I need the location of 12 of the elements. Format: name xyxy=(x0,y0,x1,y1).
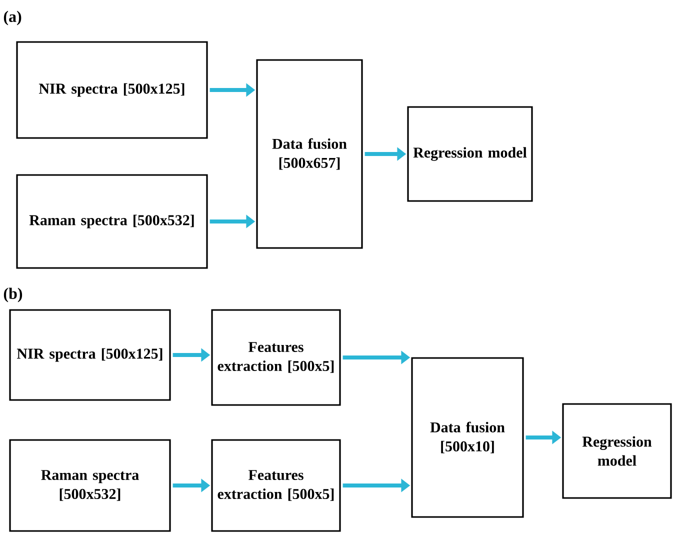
process-box: Regression model xyxy=(562,403,672,499)
process-box: Regression model xyxy=(407,106,533,202)
process-box: Data fusion [500x657] xyxy=(256,59,363,249)
process-box: Raman spectra [500x532] xyxy=(16,174,208,269)
process-box: Raman spectra [500x532] xyxy=(9,439,171,532)
process-box: Data fusion [500x10] xyxy=(411,357,524,518)
panel-label: (a) xyxy=(4,10,22,26)
process-box: NIR spectra [500x125] xyxy=(9,309,171,401)
process-box: Features extraction [500x5] xyxy=(211,439,341,532)
process-box: NIR spectra [500x125] xyxy=(16,41,208,139)
panel-label: (b) xyxy=(4,288,22,302)
process-box: Features extraction [500x5] xyxy=(211,309,341,406)
